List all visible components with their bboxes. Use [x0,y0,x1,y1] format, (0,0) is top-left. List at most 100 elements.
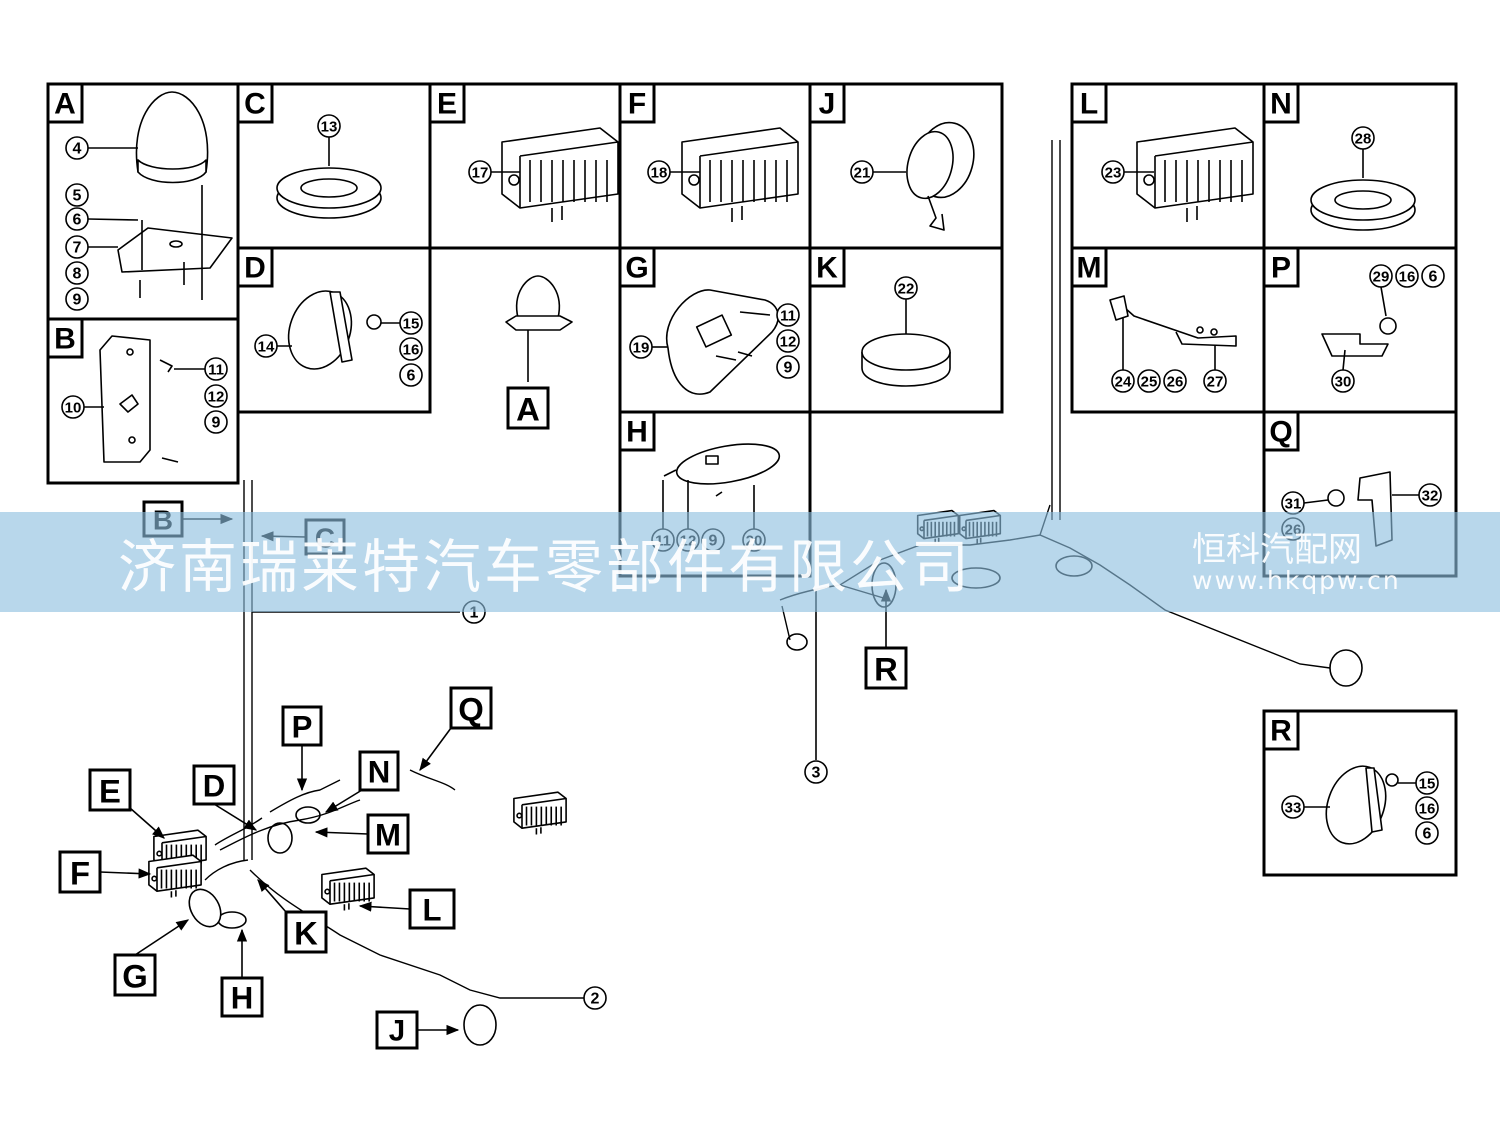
svg-text:N: N [1270,88,1292,121]
svg-text:3: 3 [812,765,821,782]
watermark-company: 济南瑞莱特汽车零部件有限公司 [118,533,973,601]
svg-text:E: E [437,88,457,121]
svg-text:27: 27 [1207,374,1224,391]
leader-lines [84,137,1420,1036]
svg-text:L: L [422,893,441,928]
part-bubble-b-9: 9 [204,410,228,434]
panel-letter-q: Q [1262,410,1300,452]
part-bubble-a-6: 6 [65,207,89,231]
svg-text:31: 31 [1285,496,1302,513]
panel-letter-b: B [46,317,84,359]
svg-text:M: M [1077,252,1102,285]
svg-text:23: 23 [1105,165,1122,182]
panel-letter-r: R [1262,709,1300,751]
part-number-bubbles: 4567891011129131415166171819111291112920… [61,114,1445,1010]
part-bubble-r-15: 15 [1415,771,1439,795]
callout-g: G [113,953,157,997]
part-bubble-m-27: 27 [1203,369,1227,393]
part-bubble-c-13: 13 [317,114,341,138]
part-bubble-g-19: 19 [629,335,653,359]
callout-j: J [375,1010,419,1050]
panel-letter-d: D [236,246,274,288]
panel-letter-h: H [618,410,656,452]
svg-text:26: 26 [1167,374,1184,391]
svg-text:N: N [368,755,391,790]
part-bubble-n-28: 28 [1351,126,1375,150]
panel-frames [46,82,1458,877]
svg-text:K: K [294,915,318,952]
svg-text:6: 6 [73,212,82,229]
svg-text:M: M [375,818,401,853]
part-bubble-p-29: 29 [1369,264,1393,288]
panel-letter-p: P [1262,246,1300,288]
svg-text:33: 33 [1285,800,1302,817]
panel-frame-k [808,246,1004,414]
svg-text:H: H [231,981,254,1016]
svg-text:G: G [625,252,648,285]
part-bubble-m-25: 25 [1137,369,1161,393]
part-bubble-k-22: 22 [894,276,918,300]
svg-text:D: D [203,769,226,804]
svg-text:F: F [628,88,646,121]
svg-text:F: F [70,855,90,892]
part-bubble-r-6: 6 [1415,821,1439,845]
svg-text:J: J [819,88,836,121]
panel-letter-c: C [236,82,274,124]
svg-text:16: 16 [1419,801,1436,818]
callout-e: E [88,768,132,812]
part-bubble-a-5: 5 [65,183,89,207]
callout-n: N [358,750,400,792]
svg-text:18: 18 [651,165,668,182]
callout-l: L [408,888,456,930]
svg-text:R: R [1270,715,1292,748]
panel-letter-n: N [1262,82,1300,124]
part-bubble-p-16: 16 [1395,264,1419,288]
svg-text:9: 9 [784,360,793,377]
callout-d: D [192,764,236,806]
part-bubble-g-12: 12 [776,329,800,353]
part-bubble-r-33: 33 [1281,795,1305,819]
svg-text:13: 13 [321,119,338,136]
svg-text:21: 21 [854,165,871,182]
svg-text:6: 6 [1423,826,1432,843]
callout-f: F [58,850,102,894]
svg-text:H: H [626,416,648,449]
svg-text:5: 5 [73,188,82,205]
svg-text:R: R [874,651,898,688]
svg-text:7: 7 [73,240,82,257]
part-bubble-a-4: 4 [65,136,89,160]
part-bubble-g-11: 11 [776,303,800,327]
svg-text:22: 22 [898,281,915,298]
panel-letter-g: G [618,246,656,288]
part-bubble-q-31: 31 [1281,491,1305,515]
svg-text:B: B [54,323,76,356]
svg-text:8: 8 [73,266,82,283]
svg-text:16: 16 [403,342,420,359]
panel-frame-r [1262,709,1458,877]
callout-q: Q [449,686,493,730]
svg-text:J: J [389,1015,405,1048]
svg-text:9: 9 [212,415,221,432]
svg-text:P: P [1271,252,1291,285]
part-bubble-m-24: 24 [1111,369,1135,393]
svg-text:C: C [244,88,266,121]
panel-letter-k: K [808,246,846,288]
part-bubble-b-12: 12 [204,384,228,408]
part-bubble-d-6: 6 [399,363,423,387]
panel-letter-f: F [618,82,656,124]
part-bubble-q-32: 32 [1418,483,1442,507]
svg-text:25: 25 [1141,374,1158,391]
callout-p: P [281,705,323,747]
part-bubble-m-26: 26 [1163,369,1187,393]
svg-text:15: 15 [1419,776,1436,793]
part-bubble-f-18: 18 [647,160,671,184]
callout-labels: ABCDEFGHJKLMNPQRABCPQNDEMFKLGHJR [46,82,1300,1050]
svg-text:9: 9 [73,292,82,309]
svg-text:28: 28 [1355,131,1372,148]
panel-letter-e: E [428,82,466,124]
watermark-url: www.hkqpw.cn [1192,566,1401,595]
part-bubble-l-23: 23 [1101,160,1125,184]
panel-letter-j: J [808,82,846,124]
watermark-site: 恒科汽配网 [1192,530,1362,570]
svg-text:24: 24 [1115,374,1132,391]
